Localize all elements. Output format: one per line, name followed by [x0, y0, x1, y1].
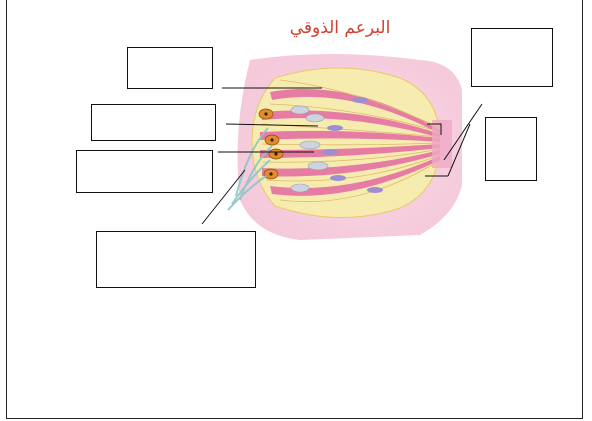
label-box-6[interactable] [485, 117, 537, 181]
label-box-5[interactable] [471, 28, 553, 87]
label-box-1[interactable] [127, 47, 213, 89]
taste-pore [432, 120, 452, 168]
label-box-3[interactable] [76, 150, 213, 193]
diagram-title: البرعم الذوقي [270, 18, 410, 38]
label-box-2[interactable] [91, 104, 216, 141]
taste-bud-body [252, 68, 440, 218]
label-box-4[interactable] [96, 231, 256, 288]
